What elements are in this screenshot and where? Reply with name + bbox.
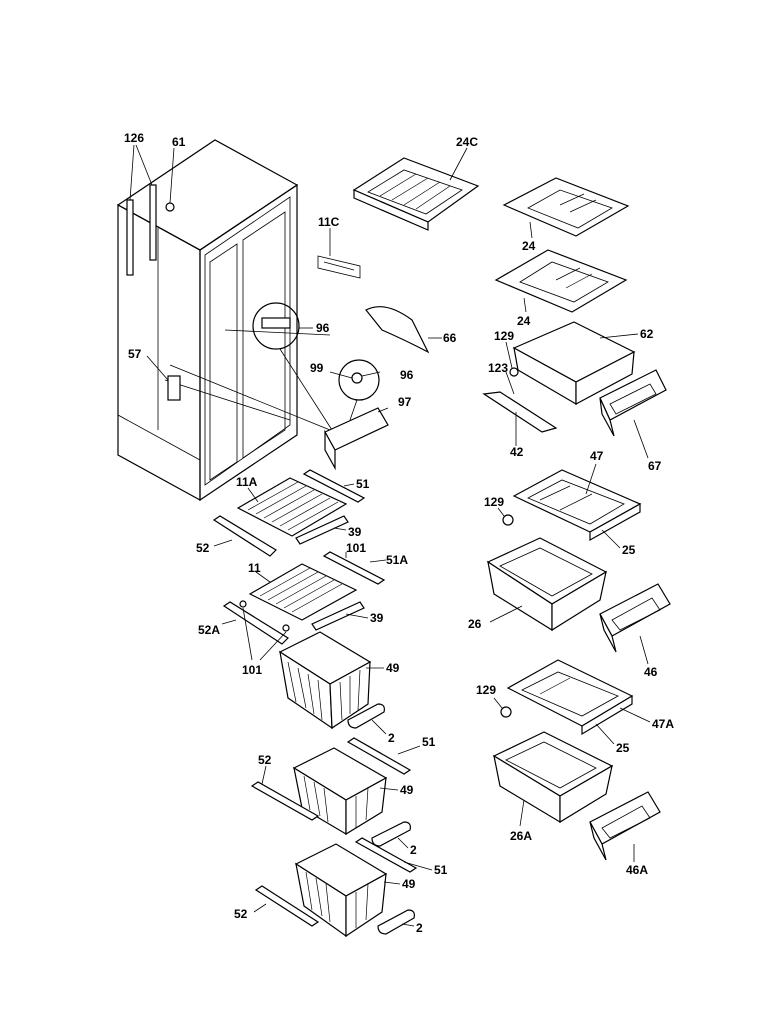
label-24C: 24C bbox=[456, 135, 478, 149]
part-66-cover bbox=[365, 306, 442, 354]
label-123: 123 bbox=[488, 361, 508, 375]
part-126-trim-strips bbox=[126, 144, 157, 276]
part-52-rail-b bbox=[250, 781, 320, 821]
part-49-basket-a bbox=[278, 631, 384, 730]
part-61 bbox=[165, 202, 175, 212]
label-24b: 24 bbox=[517, 314, 531, 328]
part-67-drawer-front bbox=[599, 369, 667, 459]
label-25b: 25 bbox=[616, 741, 630, 755]
part-52-rail-a bbox=[212, 515, 277, 557]
part-99-96-detail-callout bbox=[329, 359, 381, 421]
part-101-screw-b bbox=[282, 624, 290, 632]
label-101a: 101 bbox=[346, 541, 366, 555]
label-39a: 39 bbox=[348, 525, 362, 539]
label-2b: 2 bbox=[410, 843, 417, 857]
part-97-control-housing bbox=[324, 407, 389, 471]
part-24C-top-shelf bbox=[352, 147, 480, 231]
part-2-handle-a bbox=[347, 703, 385, 729]
label-129c: 129 bbox=[476, 683, 496, 697]
part-51-rail-c bbox=[354, 837, 418, 873]
label-96b: 96 bbox=[400, 368, 414, 382]
part-46-drawer-front bbox=[599, 583, 671, 665]
part-129-a bbox=[509, 367, 519, 377]
label-51a: 51 bbox=[356, 477, 370, 491]
part-51-rail-a bbox=[302, 469, 366, 503]
label-11A: 11A bbox=[236, 475, 258, 489]
label-42: 42 bbox=[510, 445, 524, 459]
label-11: 11 bbox=[248, 561, 261, 575]
label-49c: 49 bbox=[402, 877, 416, 891]
part-101-screw-a bbox=[239, 600, 247, 608]
label-49b: 49 bbox=[400, 783, 414, 797]
part-51A-rail bbox=[322, 551, 387, 585]
part-52-rail-c bbox=[254, 885, 320, 927]
part-39-trim-b bbox=[311, 601, 365, 631]
part-2-handle-c bbox=[377, 909, 415, 935]
part-49-basket-b bbox=[292, 747, 399, 836]
label-126: 126 bbox=[124, 131, 144, 145]
label-97: 97 bbox=[398, 395, 412, 409]
part-57-switch bbox=[167, 375, 181, 401]
label-2a: 2 bbox=[388, 731, 395, 745]
label-99: 99 bbox=[310, 361, 324, 375]
part-24-shelf-upper bbox=[502, 177, 630, 239]
part-47-crisper-cover bbox=[512, 463, 642, 542]
label-51c: 51 bbox=[434, 863, 448, 877]
label-62: 62 bbox=[640, 327, 654, 341]
part-26-crisper-drawer bbox=[486, 537, 608, 632]
part-51-rail-b bbox=[346, 737, 412, 775]
label-52c: 52 bbox=[234, 907, 248, 921]
label-52A: 52A bbox=[198, 623, 220, 637]
label-96a: 96 bbox=[316, 321, 330, 335]
part-96-detail-callout bbox=[252, 302, 333, 431]
part-39-trim-a bbox=[295, 515, 349, 545]
refrigerator-cabinet bbox=[116, 139, 331, 502]
part-49-basket-c bbox=[294, 843, 401, 938]
part-52A-rail bbox=[222, 601, 289, 645]
label-2c: 2 bbox=[416, 921, 423, 935]
label-11C: 11C bbox=[318, 215, 340, 229]
label-24a: 24 bbox=[522, 239, 536, 253]
label-26A: 26A bbox=[510, 829, 532, 843]
part-46A-drawer-front bbox=[589, 791, 661, 862]
part-26A-crisper-drawer bbox=[492, 731, 614, 827]
part-2-handle-b bbox=[371, 821, 411, 847]
label-52b: 52 bbox=[258, 753, 272, 767]
label-129a: 129 bbox=[494, 329, 514, 343]
part-129-c bbox=[500, 706, 512, 718]
label-25a: 25 bbox=[622, 543, 636, 557]
label-61: 61 bbox=[172, 135, 186, 149]
label-51A: 51A bbox=[386, 553, 408, 567]
label-51b: 51 bbox=[422, 735, 436, 749]
label-26: 26 bbox=[468, 617, 482, 631]
label-66: 66 bbox=[443, 331, 457, 345]
label-129b: 129 bbox=[484, 495, 504, 509]
label-39b: 39 bbox=[370, 611, 384, 625]
part-11C-bracket bbox=[317, 228, 361, 279]
label-49a: 49 bbox=[386, 661, 400, 675]
part-129-b bbox=[502, 514, 514, 526]
part-11A-wire-shelf bbox=[236, 477, 348, 537]
part-24-shelf-lower bbox=[494, 249, 628, 313]
part-42-rail bbox=[482, 391, 558, 446]
label-57: 57 bbox=[128, 347, 142, 361]
label-46: 46 bbox=[644, 665, 658, 679]
label-47A: 47A bbox=[652, 717, 674, 731]
label-52a: 52 bbox=[196, 541, 210, 555]
label-46A: 46A bbox=[626, 863, 648, 877]
label-67: 67 bbox=[648, 459, 662, 473]
part-47A-crisper-cover bbox=[506, 659, 651, 736]
label-101b: 101 bbox=[242, 663, 262, 677]
part-11-wire-shelf bbox=[248, 563, 358, 621]
label-47: 47 bbox=[590, 449, 604, 463]
part-62-pan bbox=[512, 321, 639, 406]
